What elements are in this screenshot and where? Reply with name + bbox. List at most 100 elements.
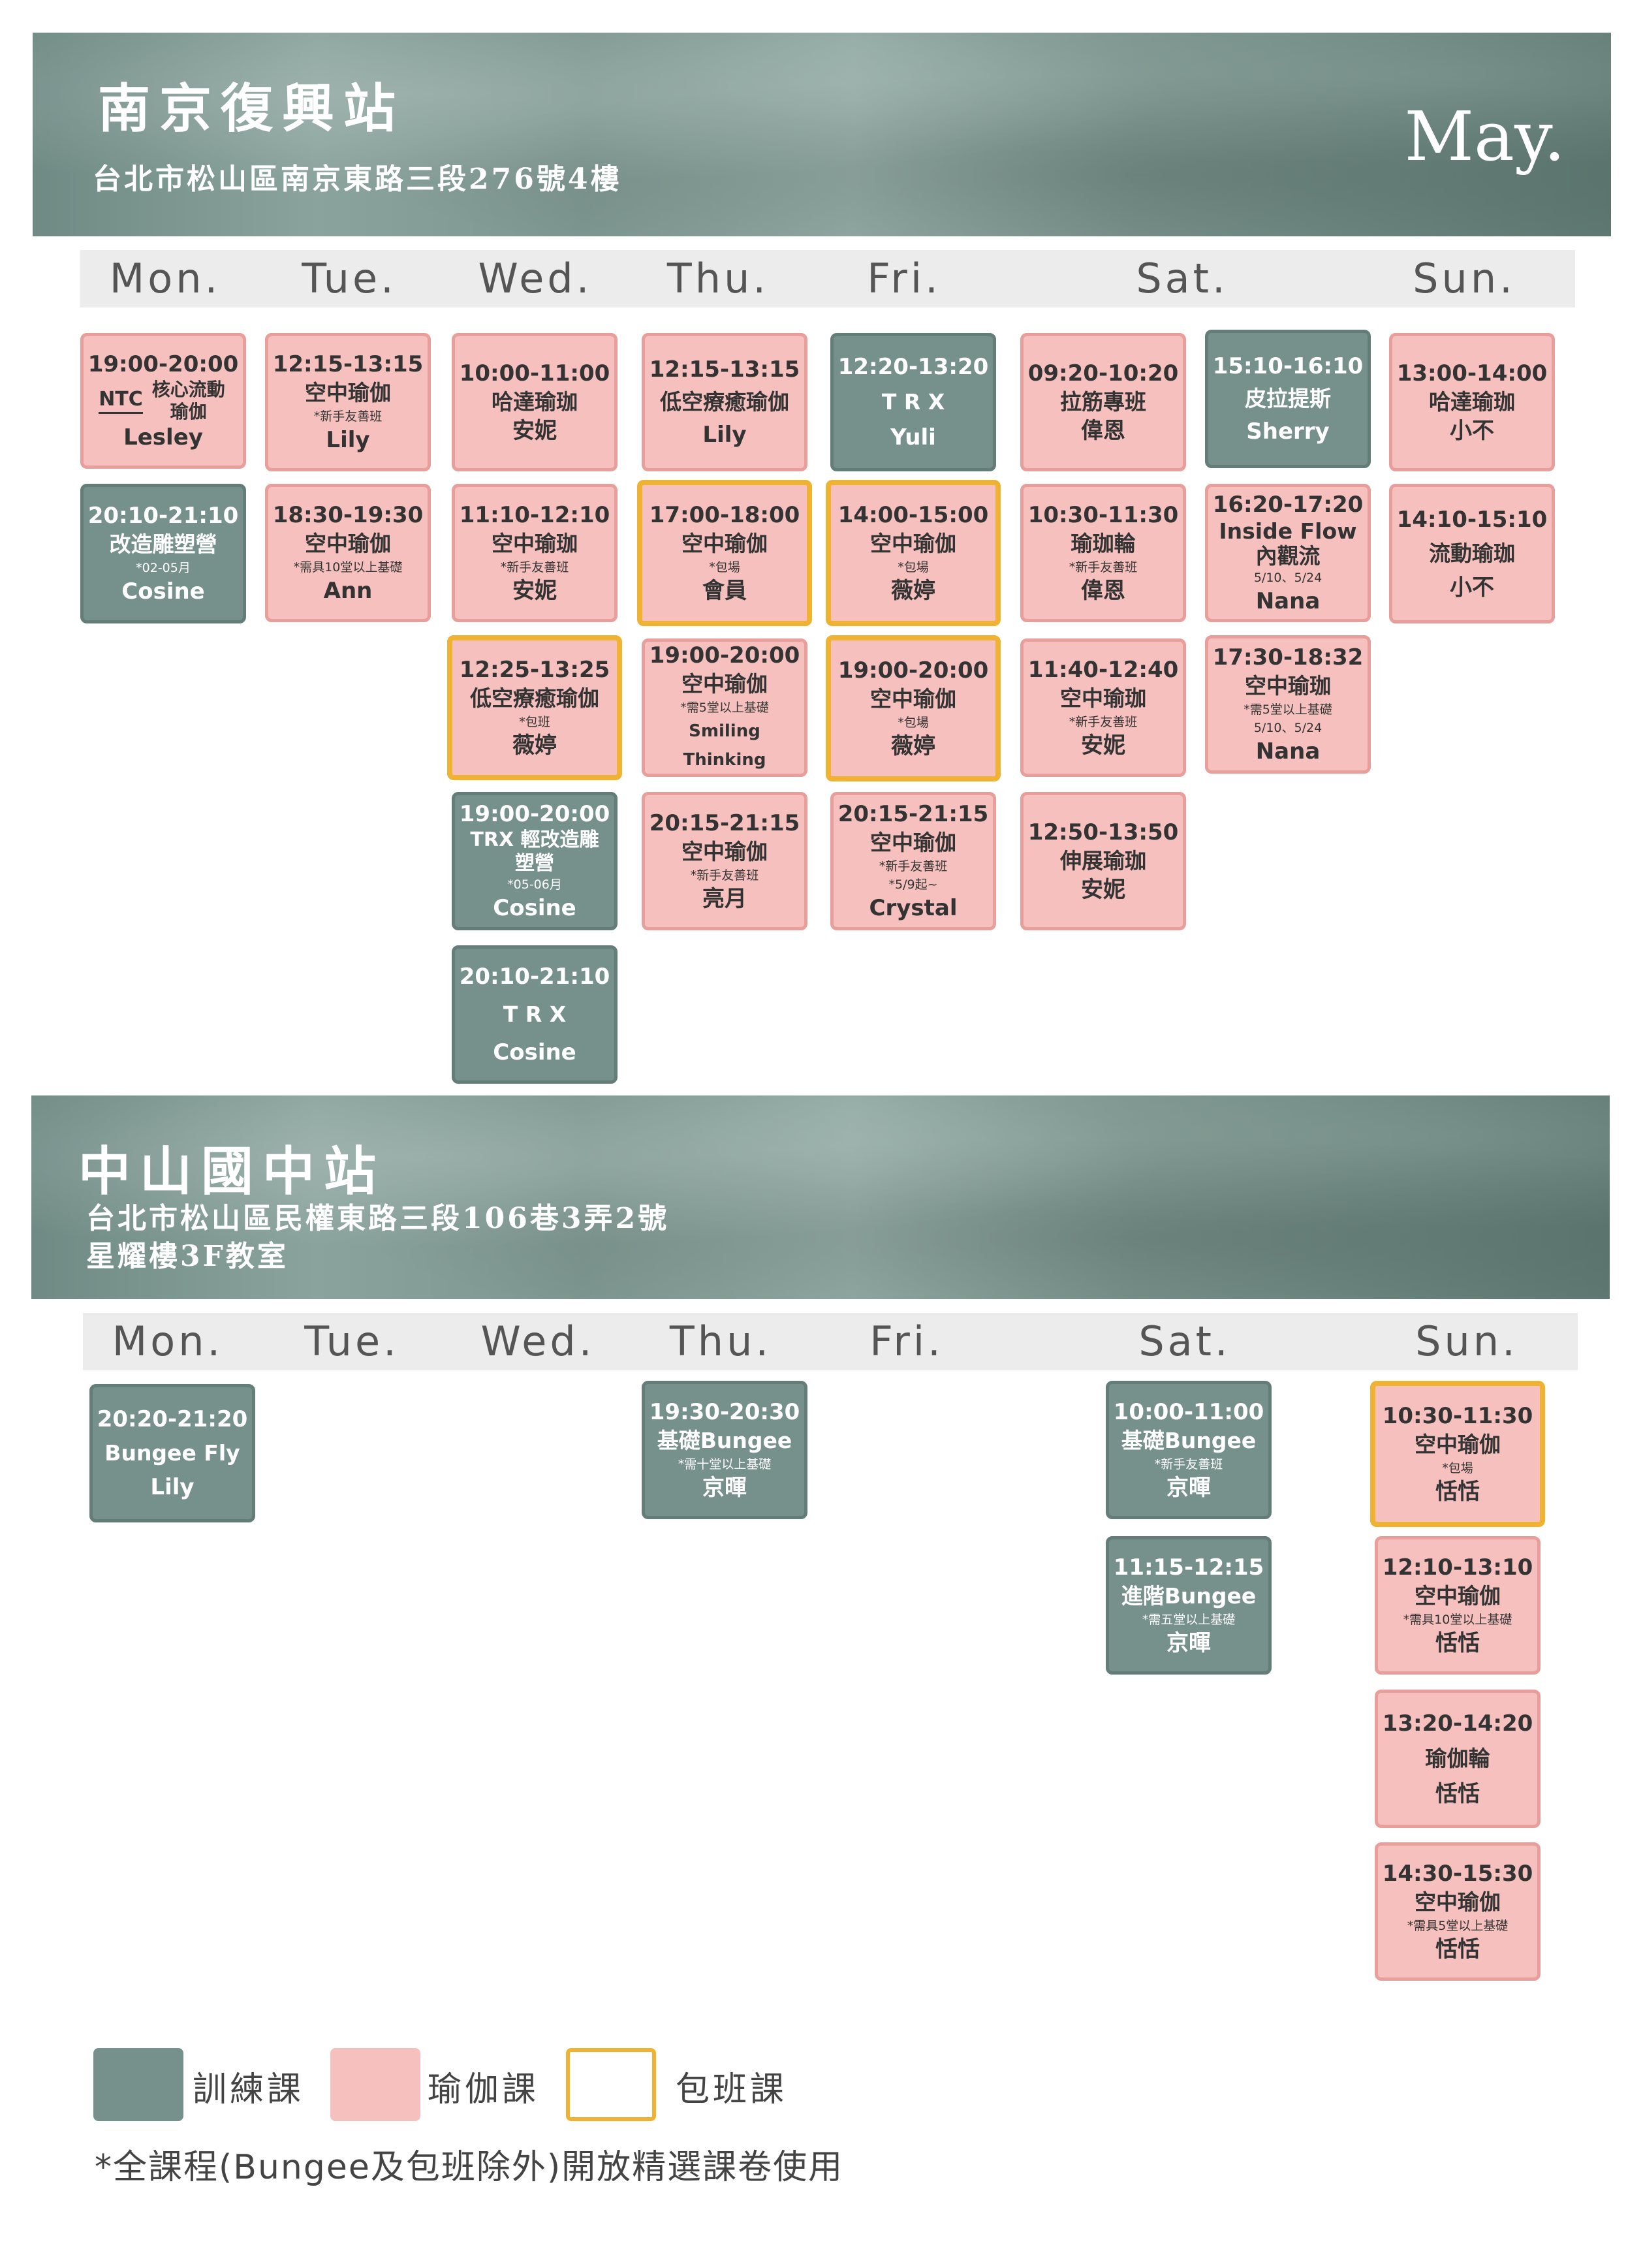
station2-address: 台北市松山區民權東路三段106巷3弄2號 <box>86 1202 670 1235</box>
class-time: 11:10-12:10 <box>459 502 610 528</box>
class-card[interactable]: 19:00-20:00 TRX 輕改造雕塑營 *05-06月 Cosine <box>452 792 618 930</box>
class-card[interactable]: 12:25-13:25 低空療癒瑜伽 *包班 薇婷 <box>447 635 622 780</box>
day-wed: Wed. <box>480 1317 595 1365</box>
class-time: 12:50-13:50 <box>1027 819 1179 845</box>
class-card[interactable]: 12:15-13:15 低空療癒瑜伽 Lily <box>642 333 807 471</box>
class-time: 12:20-13:20 <box>837 354 989 380</box>
class-name: 拉筋專班 <box>1060 389 1146 415</box>
class-card[interactable]: 10:30-11:30 瑜珈輪 *新手友善班 偉恩 <box>1020 484 1186 622</box>
class-note: *包場 <box>898 716 929 730</box>
class-teacher: Nana <box>1255 738 1321 764</box>
class-time: 20:10-21:10 <box>459 964 610 990</box>
class-name: 進階Bungee <box>1121 1583 1257 1609</box>
class-name: TRX 輕改造雕塑營 <box>470 828 599 875</box>
class-name: 基礎Bungee <box>657 1428 792 1453</box>
class-card[interactable]: 12:50-13:50 伸展瑜珈 安妮 <box>1020 792 1186 930</box>
class-card[interactable]: 14:00-15:00 空中瑜伽 *包場 薇婷 <box>826 480 1001 626</box>
class-name: 空中瑜珈 <box>1245 673 1331 699</box>
legend-training-label: 訓練課 <box>193 2070 305 2109</box>
class-teacher: 薇婷 <box>891 733 935 759</box>
class-teacher: Smiling Thinking <box>683 721 766 770</box>
class-card[interactable]: 11:40-12:40 空中瑜珈 *新手友善班 安妮 <box>1020 638 1186 777</box>
day-tue: Tue. <box>304 1317 399 1365</box>
class-time: 20:10-21:10 <box>87 503 239 529</box>
day-header-row-1: Mon. Tue. Wed. Thu. Fri. Sat. Sun. <box>80 250 1575 307</box>
class-note: *新手友善班 <box>1069 715 1138 729</box>
class-name: 改造雕塑營 <box>109 531 217 557</box>
class-time: 12:15-13:15 <box>272 351 424 377</box>
class-name: 伸展瑜珈 <box>1060 848 1146 874</box>
class-name: 空中瑜伽 <box>1415 1583 1501 1609</box>
class-teacher: 小不 <box>1450 575 1494 601</box>
class-name: T R X <box>503 1001 567 1027</box>
class-card[interactable]: 16:20-17:20 Inside Flow 內觀流 5/10、5/24 Na… <box>1205 484 1371 622</box>
class-name: 空中瑜伽 <box>681 839 768 864</box>
class-teacher: 安妮 <box>512 418 557 444</box>
class-card[interactable]: 14:10-15:10 流動瑜珈 小不 <box>1389 484 1555 623</box>
class-teacher: 恬恬 <box>1435 1479 1480 1505</box>
class-name: 哈達瑜珈 <box>1429 389 1515 415</box>
class-time: 17:30-18:32 <box>1212 644 1364 670</box>
class-card[interactable]: 20:15-21:15 空中瑜伽 *新手友善班 *5/9起~ Crystal <box>830 792 996 930</box>
class-card[interactable]: 17:30-18:32 空中瑜珈 *需5堂以上基礎 5/10、5/24 Nana <box>1205 635 1371 774</box>
class-card[interactable]: 14:30-15:30 空中瑜伽 *需具5堂以上基礎 恬恬 <box>1375 1842 1541 1981</box>
class-card[interactable]: 09:20-10:20 拉筋專班 偉恩 <box>1020 333 1186 471</box>
class-card[interactable]: 10:00-11:00 哈達瑜珈 安妮 <box>452 333 618 471</box>
class-card[interactable]: 17:00-18:00 空中瑜伽 *包場 會員 <box>637 480 812 626</box>
legend-training-swatch <box>93 2048 183 2121</box>
class-card[interactable]: 10:00-11:00 基礎Bungee *新手友善班 京暉 <box>1106 1381 1272 1519</box>
class-name: 瑜珈輪 <box>1071 531 1136 556</box>
station1-title: 南京復興站 <box>98 78 405 139</box>
class-name: 空中瑜伽 <box>1415 1432 1501 1457</box>
class-card[interactable]: 20:10-21:10 改造雕塑營 *02-05月 Cosine <box>80 484 246 623</box>
class-name: 低空療癒瑜伽 <box>470 685 599 711</box>
class-card[interactable]: 12:15-13:15 空中瑜伽 *新手友善班 Lily <box>265 333 431 471</box>
class-teacher: 偉恩 <box>1081 418 1125 444</box>
class-note: *包場 <box>898 560 929 575</box>
class-note: *包班 <box>519 715 550 729</box>
class-teacher: 偉恩 <box>1081 578 1125 604</box>
day-fri: Fri. <box>867 255 941 302</box>
class-name: 瑜伽輪 <box>1425 1746 1490 1771</box>
class-card[interactable]: 12:20-13:20 T R X Yuli <box>830 333 996 471</box>
class-time: 18:30-19:30 <box>272 502 424 528</box>
class-name: Bungee Fly <box>104 1440 240 1466</box>
class-note: *新手友善班 <box>690 868 759 883</box>
legend-yoga-label: 瑜伽課 <box>428 2070 540 2109</box>
class-card[interactable]: 10:30-11:30 空中瑜伽 *包場 恬恬 <box>1370 1381 1545 1527</box>
class-card[interactable]: 18:30-19:30 空中瑜伽 *需具10堂以上基礎 Ann <box>265 484 431 622</box>
class-card[interactable]: 12:10-13:10 空中瑜伽 *需具10堂以上基礎 恬恬 <box>1375 1536 1541 1675</box>
class-time: 11:40-12:40 <box>1027 657 1179 683</box>
class-teacher: 京暉 <box>1166 1475 1211 1501</box>
class-note: 5/10、5/24 <box>1253 571 1322 585</box>
class-name: 空中瑜伽 <box>305 380 391 405</box>
class-card[interactable]: 11:10-12:10 空中瑜珈 *新手友善班 安妮 <box>452 484 618 622</box>
class-name: 空中瑜珈 <box>492 531 578 556</box>
class-card[interactable]: 20:10-21:10 T R X Cosine <box>452 945 618 1084</box>
day-thu: Thu. <box>666 255 770 302</box>
class-teacher: 恬恬 <box>1435 1936 1480 1962</box>
class-teacher: Nana <box>1255 588 1321 614</box>
class-teacher: 京暉 <box>1166 1630 1211 1656</box>
day-mon: Mon. <box>112 1317 224 1365</box>
class-teacher: 安妮 <box>1081 732 1125 759</box>
class-card[interactable]: 13:20-14:20 瑜伽輪 恬恬 <box>1375 1690 1541 1828</box>
class-card[interactable]: 13:00-14:00 哈達瑜珈 小不 <box>1389 333 1555 471</box>
class-card[interactable]: 19:30-20:30 基礎Bungee *需十堂以上基礎 京暉 <box>642 1381 807 1519</box>
day-sun: Sun. <box>1413 255 1516 302</box>
class-teacher: 安妮 <box>512 578 557 604</box>
class-card[interactable]: 11:15-12:15 進階Bungee *需五堂以上基礎 京暉 <box>1106 1536 1272 1675</box>
class-teacher: 恬恬 <box>1435 1781 1480 1807</box>
class-card[interactable]: 20:20-21:20 Bungee Fly Lily <box>89 1384 255 1522</box>
class-time: 17:00-18:00 <box>649 502 800 528</box>
class-card[interactable]: 19:00-20:00 空中瑜伽 *包場 薇婷 <box>826 635 1001 781</box>
class-name: 空中瑜伽 <box>870 830 956 855</box>
class-card[interactable]: 19:00-20:00 NTC 核心流動瑜伽 Lesley <box>80 333 246 469</box>
class-card[interactable]: 15:10-16:10 皮拉提斯 Sherry <box>1205 330 1371 468</box>
class-note: *05-06月 <box>507 877 562 892</box>
class-card[interactable]: 19:00-20:00 空中瑜伽 *需5堂以上基礎 Smiling Thinki… <box>642 638 807 777</box>
class-name: 哈達瑜珈 <box>492 389 578 415</box>
class-time: 14:00-15:00 <box>837 502 989 528</box>
class-card[interactable]: 20:15-21:15 空中瑜伽 *新手友善班 亮月 <box>642 792 807 930</box>
day-wed: Wed. <box>478 255 593 302</box>
